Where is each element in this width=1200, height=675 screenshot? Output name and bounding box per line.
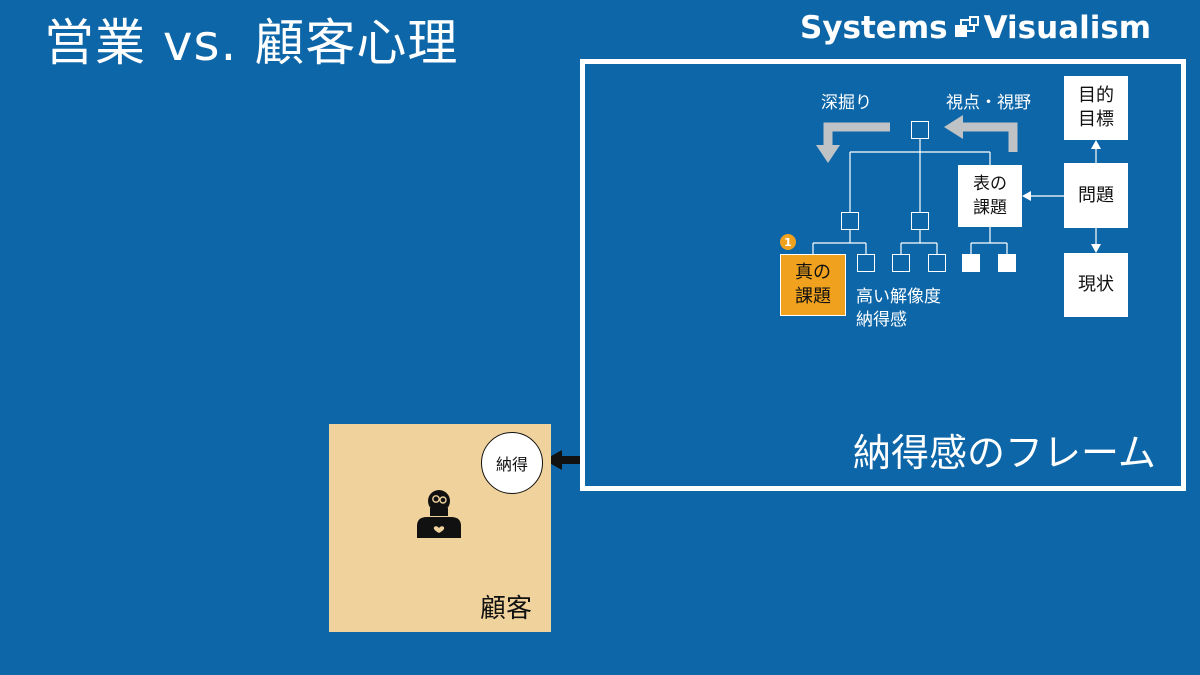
resolution-note-line1: 高い解像度 [856,287,941,307]
surface-issue-box: 表の課題 [958,165,1022,227]
customer-person-icon [417,490,461,538]
goal-line1: 目的 [1078,85,1114,106]
nattoku-frame [580,59,1186,491]
current-state-box: 現状 [1064,253,1128,317]
surface-leaf-node [962,254,980,272]
tree-node [911,212,929,230]
nattoku-label: 納得 [495,455,528,474]
problem-box: 問題 [1064,163,1128,228]
brand-right-text: Visualism [983,10,1152,46]
viewpoint-arrow-icon [960,122,1018,152]
deep-dig-label: 深掘り [821,93,872,113]
true-issue-line2: 課題 [795,286,831,307]
systems-logo-icon [954,10,980,50]
deep-dig-arrow-icon [823,122,890,148]
goal-line2: 目標 [1078,109,1114,130]
root-node [911,121,929,139]
tree-node [841,212,859,230]
customer-label: 顧客 [480,594,533,624]
brand-logo: Systems Visualism [800,8,1151,48]
tree-leaf-node [857,254,875,272]
frame-label: 納得感のフレーム [853,431,1156,475]
nattoku-arrow-icon [544,450,580,470]
surface-leaf-node [998,254,1016,272]
resolution-note-line2: 納得感 [856,310,907,330]
nattoku-bubble: 納得 [481,432,543,494]
tree-leaf-node [928,254,946,272]
page-title: 営業 vs. 顧客心理 [44,14,459,72]
true-issue-box: 真の課題 [780,254,846,316]
current-state-label: 現状 [1078,274,1114,295]
problem-label: 問題 [1078,184,1114,206]
number-badge: 1 [780,234,796,250]
goal-box: 目的目標 [1064,76,1128,140]
resolution-note: 高い解像度納得感 [856,286,941,332]
true-issue-line1: 真の [795,262,831,283]
tree-leaf-node [892,254,910,272]
surface-issue-line2: 課題 [973,198,1007,218]
viewpoint-label: 視点・視野 [946,93,1031,113]
brand-left-text: Systems [800,10,948,46]
surface-issue-line1: 表の [973,174,1007,194]
